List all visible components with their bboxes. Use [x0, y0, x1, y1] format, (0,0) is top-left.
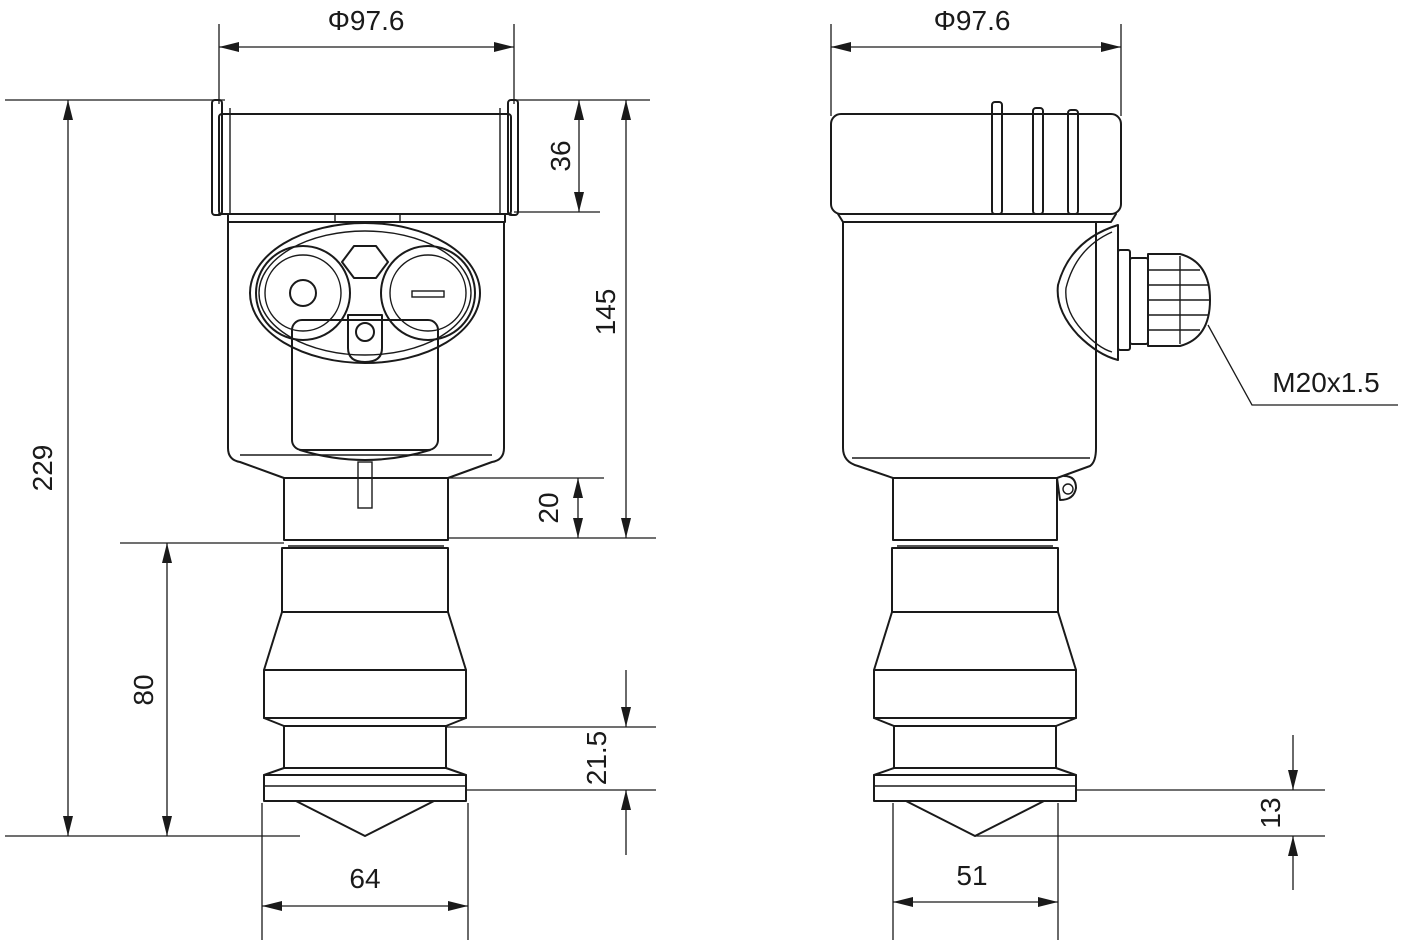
side-flange-width-dimension: 51 — [892, 803, 1059, 940]
side-cover — [830, 101, 1122, 223]
cable-gland — [1117, 249, 1211, 351]
flange-height-dimension: 21.5 — [446, 670, 656, 855]
neck-height-dimension: 20 — [448, 477, 604, 538]
total-height-label: 229 — [27, 445, 58, 492]
side-cable-boss — [1056, 224, 1119, 361]
total-height-dimension: 229 — [5, 99, 300, 837]
cover-height-label: 36 — [545, 140, 576, 171]
front-control-panel — [249, 222, 481, 364]
front-diameter-label: Φ97.6 — [328, 5, 405, 36]
front-display-window — [291, 319, 439, 509]
side-view — [830, 101, 1211, 837]
housing-height-label: 145 — [590, 289, 621, 336]
front-view — [211, 99, 519, 837]
front-neck — [283, 477, 449, 547]
side-neck — [892, 477, 1058, 547]
antenna-height-dimension: 80 — [120, 542, 284, 836]
side-flange-thickness-dimension: 13 — [975, 735, 1325, 890]
front-antenna — [263, 547, 467, 837]
side-antenna — [873, 547, 1077, 837]
housing-height-dimension: 145 — [448, 100, 656, 539]
neck-height-label: 20 — [533, 492, 564, 523]
cable-gland-leader: M20x1.5 — [1207, 324, 1398, 406]
cable-gland-thread-label: M20x1.5 — [1272, 367, 1379, 398]
side-flange-thickness-label: 13 — [1255, 797, 1286, 828]
front-diameter-dimension: Φ97.6 — [218, 5, 515, 104]
side-flange-width-label: 51 — [956, 860, 987, 891]
front-flange-width-label: 64 — [349, 863, 380, 894]
side-diameter-label: Φ97.6 — [934, 5, 1011, 36]
flange-height-label: 21.5 — [581, 731, 612, 786]
antenna-height-label: 80 — [128, 674, 159, 705]
front-cover — [211, 99, 519, 223]
side-diameter-dimension: Φ97.6 — [830, 5, 1122, 116]
front-flange-width-dimension: 64 — [261, 803, 469, 940]
cover-height-dimension: 36 — [514, 99, 650, 213]
side-housing — [842, 221, 1097, 501]
